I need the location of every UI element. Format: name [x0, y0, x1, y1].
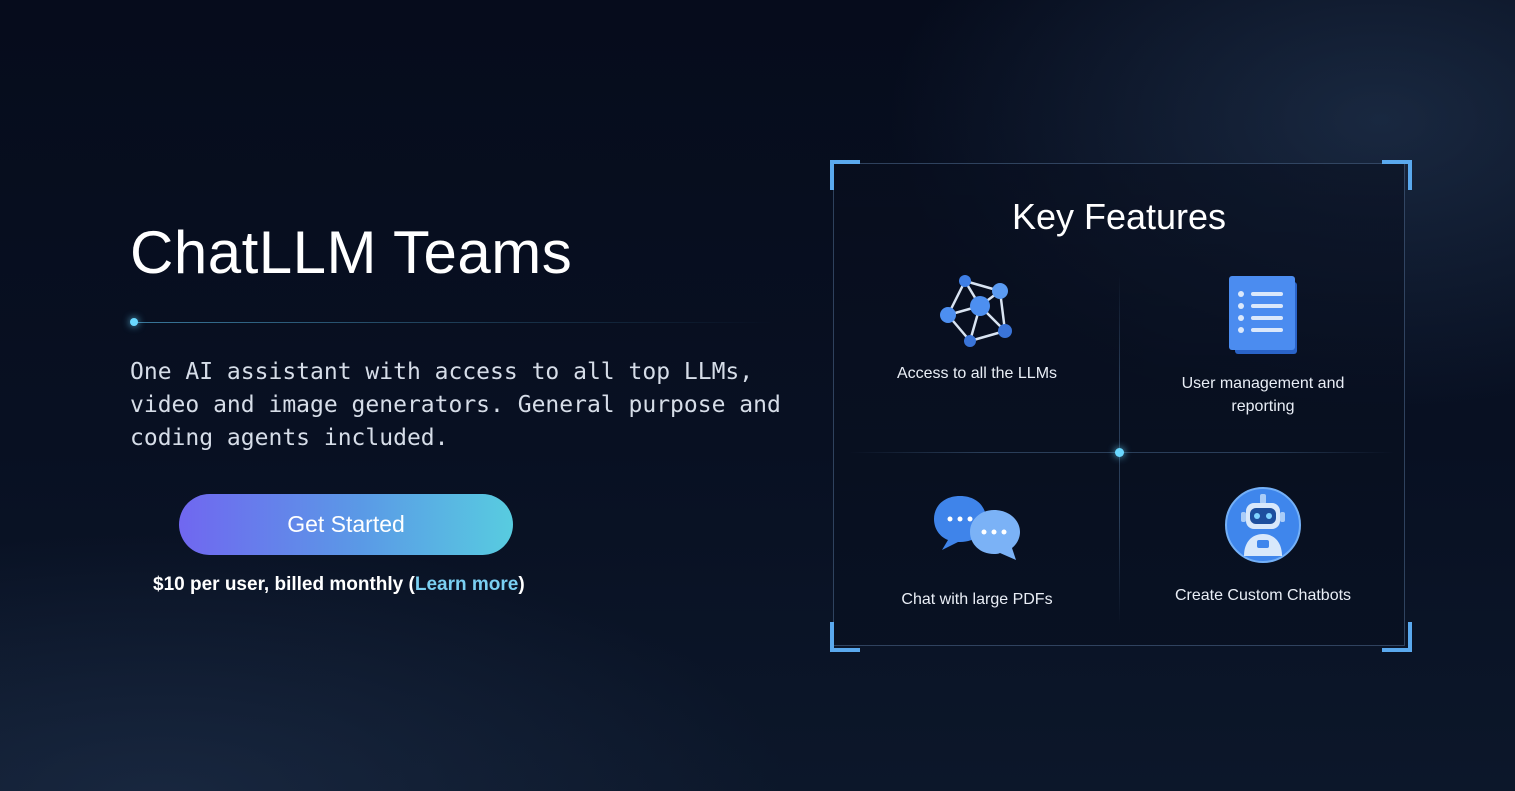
panel-corner-top-left	[830, 160, 860, 190]
panel-corner-top-right	[1382, 160, 1412, 190]
panel-corner-bottom-right	[1382, 622, 1412, 652]
learn-more-link[interactable]: Learn more	[414, 574, 519, 595]
feature-label: Access to all the LLMs	[896, 365, 1058, 382]
feature-access-llms: Access to all the LLMs	[834, 272, 1120, 385]
get-started-button[interactable]: Get Started	[179, 494, 513, 555]
feature-custom-chatbots: Create Custom Chatbots	[1120, 486, 1406, 607]
pricing-text: $10 per user, billed monthly (	[153, 574, 415, 595]
document-list-icon	[1229, 276, 1297, 354]
robot-avatar-icon	[1225, 487, 1301, 563]
pricing-note: $10 per user, billed monthly (Learn more…	[153, 574, 525, 596]
page-title: ChatLLM Teams	[130, 219, 573, 286]
divider-dot	[130, 318, 138, 326]
feature-user-management: User management and reporting	[1120, 276, 1406, 418]
pricing-suffix: )	[518, 574, 525, 595]
network-nodes-icon	[940, 275, 1012, 347]
key-features-panel: Key Features Access to a	[833, 163, 1405, 646]
hero-description: One AI assistant with access to all top …	[130, 359, 781, 451]
feature-label: Chat with large PDFs	[901, 591, 1053, 608]
key-features-title: Key Features	[1011, 196, 1227, 237]
panel-corner-bottom-left	[830, 622, 860, 652]
feature-chat-pdfs: Chat with large PDFs	[834, 492, 1120, 611]
feature-label: Create Custom Chatbots	[1174, 587, 1352, 604]
panel-center-dot	[1115, 448, 1124, 457]
title-divider	[134, 322, 774, 323]
feature-label: User management and reporting	[1181, 375, 1345, 415]
chat-bubbles-icon	[934, 496, 1020, 560]
